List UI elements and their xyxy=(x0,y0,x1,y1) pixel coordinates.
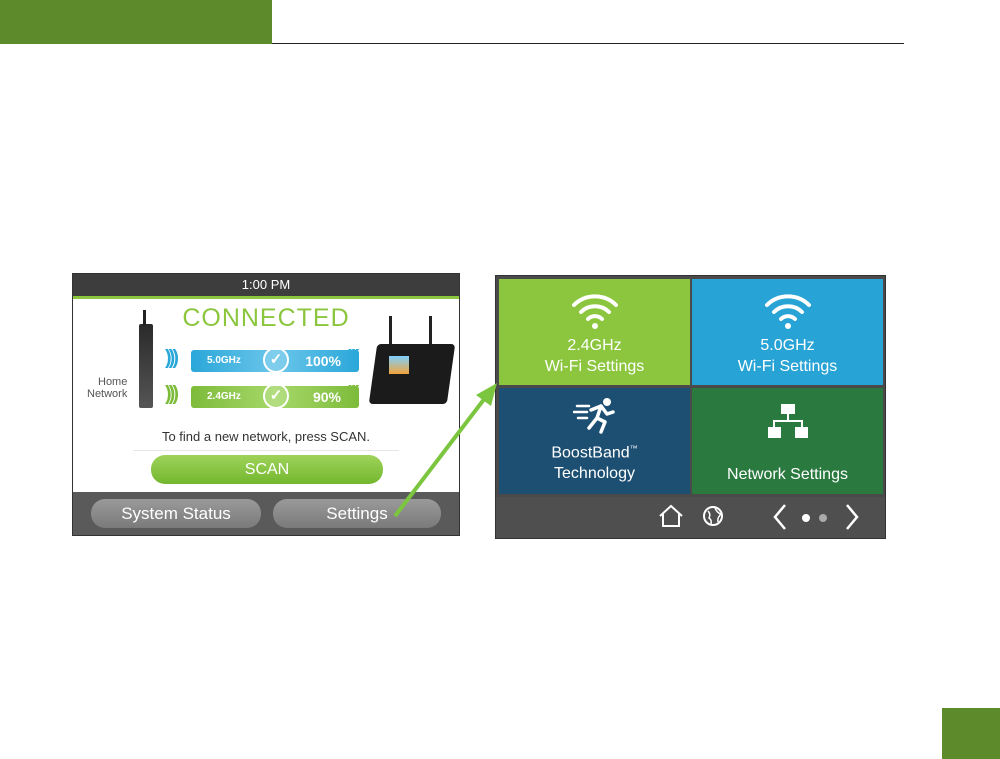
page-corner-tab xyxy=(942,708,1000,759)
